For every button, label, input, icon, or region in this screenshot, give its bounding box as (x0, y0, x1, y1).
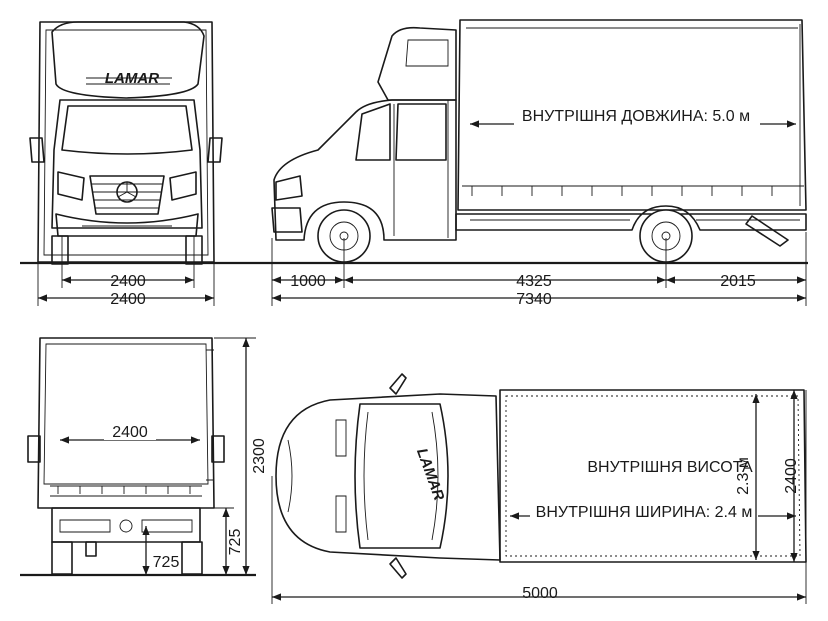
top-dimensions: 5000 2400 (271, 390, 807, 604)
side-view: ВНУТРІШНЯ ДОВЖИНА: 5.0 м (271, 19, 807, 263)
rear-width-label: 2400 (112, 424, 148, 441)
top-view: LAMAR ВНУТРІШНЯ ВИСОТА ВНУТРІШНЯ ШИРИНА:… (275, 373, 807, 579)
front-width-inner-label: 2400 (110, 273, 146, 290)
top-width-label: 2400 (783, 458, 800, 494)
rear-view (27, 337, 225, 575)
side-rear-overhang-label: 2015 (720, 273, 756, 290)
inner-width-label: ВНУТРІШНЯ ШИРИНА: 2.4 м (536, 504, 753, 521)
front-view: LAMAR (29, 21, 223, 265)
rear-height-label: 2300 (251, 438, 268, 474)
side-wheelbase-label: 4325 (516, 273, 552, 290)
top-total-length-label: 5000 (522, 585, 558, 602)
top-brand-logo: LAMAR (413, 446, 448, 503)
inner-height-label: ВНУТРІШНЯ ВИСОТА (587, 459, 753, 476)
side-total-length-label: 7340 (516, 291, 552, 308)
rear-dimensions: 2400 2300 725 725 (59, 337, 268, 575)
rear-platform-height-label: 725 (227, 529, 244, 556)
front-dimensions: 2400 2400 (37, 236, 215, 308)
brand-logo: LAMAR (105, 70, 159, 87)
inner-length-label: ВНУТРІШНЯ ДОВЖИНА: 5.0 м (522, 108, 750, 125)
side-dimensions: 1000 4325 2015 7340 (271, 232, 807, 308)
side-front-overhang-label: 1000 (290, 273, 326, 290)
rear-floor-height-label: 725 (153, 554, 180, 571)
inner-height-value-label: 2.3 м (735, 457, 752, 495)
front-width-outer-label: 2400 (110, 291, 146, 308)
